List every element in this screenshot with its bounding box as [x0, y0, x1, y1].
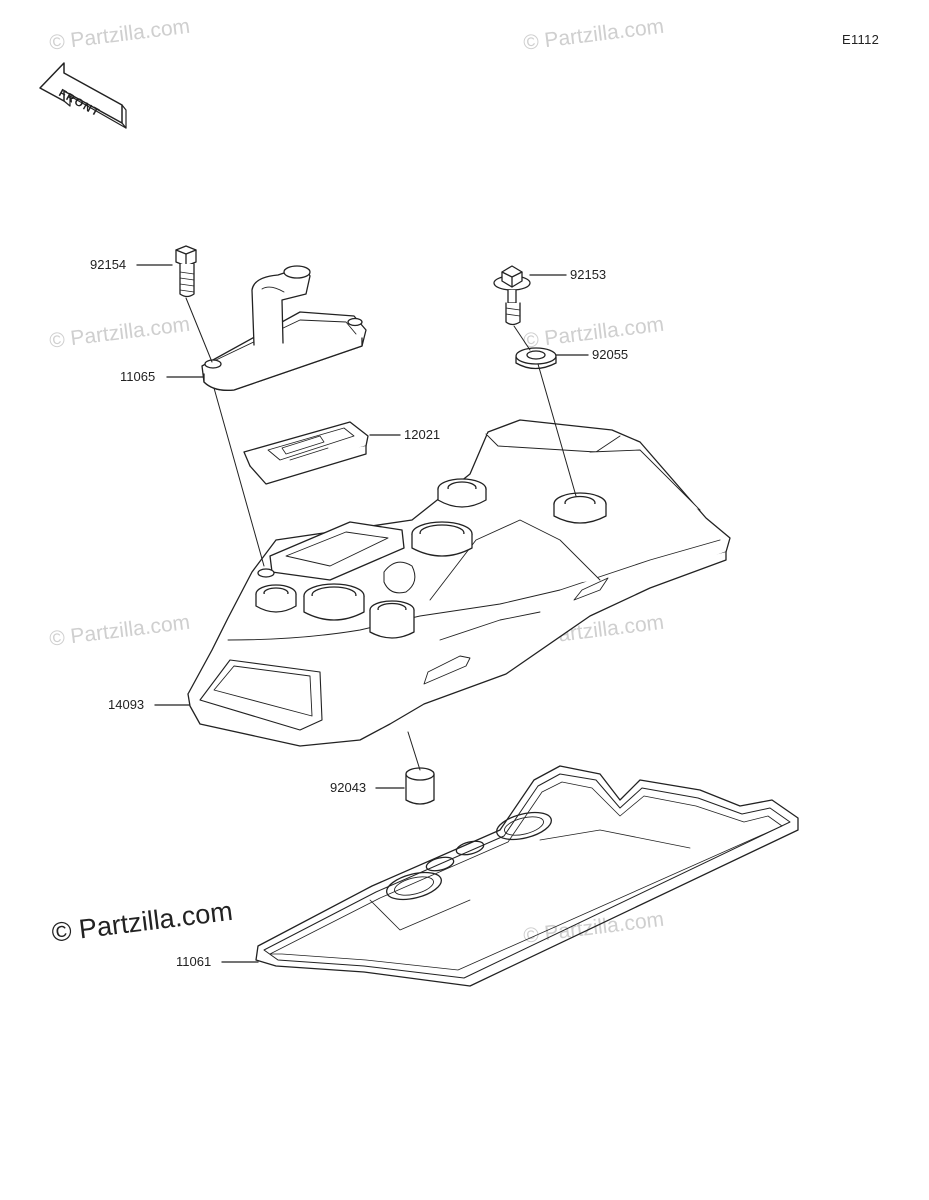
head-cover-gasket-11061 — [255, 765, 799, 987]
svg-text:92043: 92043 — [330, 780, 366, 795]
label-12021: 12021 — [369, 427, 440, 442]
label-11061: 11061 — [176, 954, 259, 969]
svg-text:11065: 11065 — [120, 369, 155, 384]
label-92154: 92154 — [90, 257, 173, 272]
washer-92055 — [515, 347, 557, 370]
cylinder-head-cover-14093 — [187, 419, 731, 747]
breather-cover-11065 — [201, 265, 367, 391]
diagram-code: E1112 — [842, 32, 880, 47]
label-92055: 92055 — [555, 347, 628, 362]
label-92043: 92043 — [330, 780, 405, 795]
svg-text:92153: 92153 — [570, 267, 606, 282]
label-11065: 11065 — [120, 369, 205, 384]
gasket-12021 — [243, 421, 369, 485]
label-92153: 92153 — [529, 267, 606, 282]
svg-text:92055: 92055 — [592, 347, 628, 362]
front-arrow-icon: FRONT — [39, 62, 127, 129]
bolt-92154 — [175, 245, 197, 298]
bolt-92153 — [493, 265, 531, 326]
svg-text:14093: 14093 — [108, 697, 144, 712]
svg-text:11061: 11061 — [176, 954, 211, 969]
svg-text:92154: 92154 — [90, 257, 126, 272]
svg-text:12021: 12021 — [404, 427, 440, 442]
collar-92043 — [405, 767, 435, 805]
label-14093: 14093 — [108, 697, 191, 712]
assembly-lines — [185, 297, 577, 771]
